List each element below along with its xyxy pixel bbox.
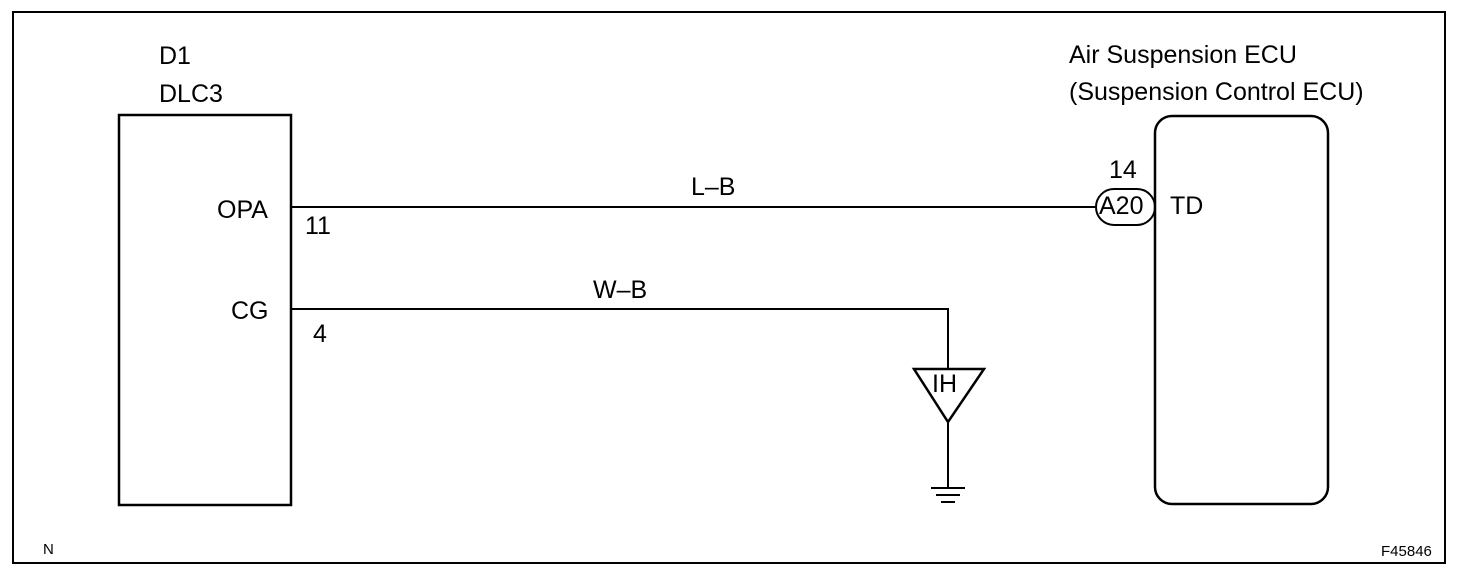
ecu-terminal-td: TD bbox=[1170, 192, 1204, 220]
terminal-opa-pin: 11 bbox=[305, 212, 331, 240]
terminal-cg-label: CG bbox=[231, 297, 269, 325]
cg-wire bbox=[291, 308, 949, 370]
ecu-pin-number: 14 bbox=[1109, 156, 1137, 184]
corner-letter: N bbox=[43, 541, 54, 558]
ecu-title-line2: (Suspension Control ECU) bbox=[1069, 78, 1364, 106]
dlc3-code: D1 bbox=[159, 42, 191, 70]
ecu-title-line1: Air Suspension ECU bbox=[1069, 41, 1297, 69]
ih-ground-triangle bbox=[911, 367, 987, 425]
ground-point-label: IH bbox=[932, 370, 957, 398]
terminal-opa-label: OPA bbox=[217, 196, 268, 224]
opa-wire-color: L–B bbox=[691, 173, 736, 201]
cg-wire-color: W–B bbox=[593, 276, 648, 304]
ground-icon bbox=[931, 487, 965, 503]
terminal-cg-pin: 4 bbox=[313, 320, 327, 348]
ecu-box bbox=[1153, 114, 1330, 506]
figure-id: F45846 bbox=[1381, 543, 1432, 560]
dlc3-name: DLC3 bbox=[159, 80, 223, 108]
ecu-connector-code: A20 bbox=[1099, 192, 1144, 220]
diagram-frame bbox=[12, 11, 1446, 564]
a20-connector-oval bbox=[1095, 188, 1156, 226]
